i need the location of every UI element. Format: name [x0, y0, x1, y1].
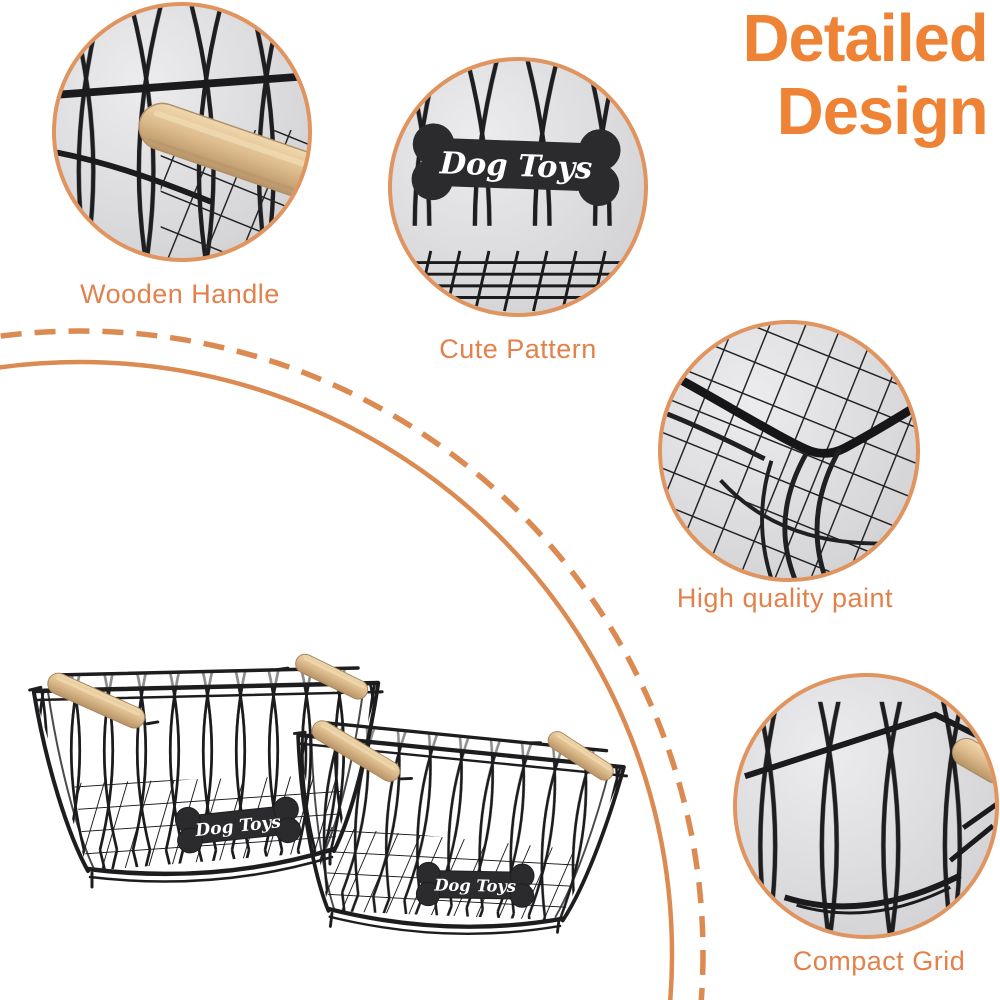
grid-detail [662, 324, 916, 578]
dog-toys-tag-text: Dog Toys [438, 145, 593, 186]
dog-toys-tag: Dog Toys [410, 122, 622, 207]
title-line-1: Detailed [742, 1, 989, 76]
title-line-2: Design [777, 74, 989, 149]
callout-photo-wooden-handle [52, 2, 312, 262]
callout-label-high-quality-paint: High quality paint [676, 583, 894, 613]
wire-basket-small [272, 691, 633, 960]
rim-wire [744, 711, 993, 780]
product-photo [0, 600, 700, 1000]
callout-label-wooden-handle: Wooden Handle [80, 279, 280, 309]
callout-photo-compact-grid [733, 673, 999, 939]
callout-label-compact-grid: Compact Grid [792, 946, 966, 976]
painted-frame-wire [667, 370, 916, 458]
callout-photo-cute-pattern: Dog Toys [388, 57, 648, 317]
page-title: Detailed Design [742, 1, 989, 149]
solid-arc [0, 359, 675, 1000]
callout-label-cute-pattern: Cute Pattern [439, 334, 597, 364]
bottom-frame-wire [783, 872, 962, 910]
wooden-handle [138, 102, 308, 198]
rim-wire [56, 72, 308, 99]
wire-pattern-detail [737, 701, 995, 935]
grid-detail [401, 261, 635, 299]
callout-photo-high-quality-paint [658, 320, 920, 582]
dashed-arc [0, 328, 706, 1000]
